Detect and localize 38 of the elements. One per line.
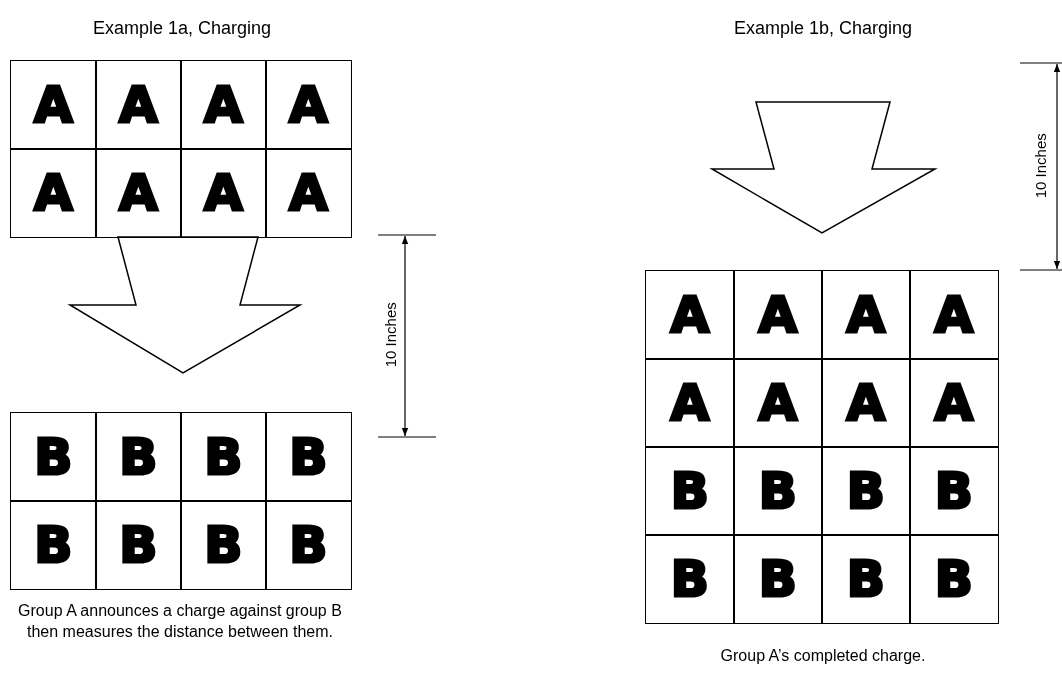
letter-cell: A bbox=[10, 148, 97, 238]
letter-cell: A bbox=[909, 358, 999, 448]
letter-cell: B bbox=[180, 412, 267, 502]
letter-cell: B bbox=[95, 500, 182, 590]
figure-caption: Group A’s completed charge. bbox=[719, 645, 927, 666]
letter-cell: A bbox=[909, 270, 999, 360]
letter-cell: B bbox=[645, 534, 735, 624]
letter-cell: B bbox=[909, 446, 999, 536]
letter-cell: A bbox=[95, 148, 182, 238]
letter-cell: A bbox=[645, 358, 735, 448]
letter-cell: B bbox=[265, 500, 352, 590]
letter-cell: B bbox=[180, 500, 267, 590]
letter-cell: B bbox=[265, 412, 352, 502]
figure-title: Example 1a, Charging bbox=[91, 16, 273, 40]
dimension-label: 10 Inches bbox=[1030, 133, 1050, 199]
letter-cell: A bbox=[265, 148, 352, 238]
letter-cell: A bbox=[180, 60, 267, 150]
letter-cell: B bbox=[10, 412, 97, 502]
letter-cell: B bbox=[821, 534, 911, 624]
letter-cell: B bbox=[733, 446, 823, 536]
letter-cell: A bbox=[10, 60, 97, 150]
letter-cell: A bbox=[95, 60, 182, 150]
letter-cell: A bbox=[821, 270, 911, 360]
letter-cell: A bbox=[821, 358, 911, 448]
letter-cell: A bbox=[265, 60, 352, 150]
dimension-label: 10 Inches bbox=[380, 302, 400, 368]
letter-cell: B bbox=[909, 534, 999, 624]
letter-cell: A bbox=[733, 358, 823, 448]
letter-cell: B bbox=[95, 412, 182, 502]
letter-cell: B bbox=[821, 446, 911, 536]
letter-cell: B bbox=[733, 534, 823, 624]
letter-cell: A bbox=[180, 148, 267, 238]
letter-cell: B bbox=[645, 446, 735, 536]
letter-cell: B bbox=[10, 500, 97, 590]
letter-cell: A bbox=[733, 270, 823, 360]
figure-title: Example 1b, Charging bbox=[732, 16, 914, 40]
figure-caption: Group A announces a charge against group B then measures the distance between them. bbox=[17, 601, 343, 642]
letter-cell: A bbox=[645, 270, 735, 360]
